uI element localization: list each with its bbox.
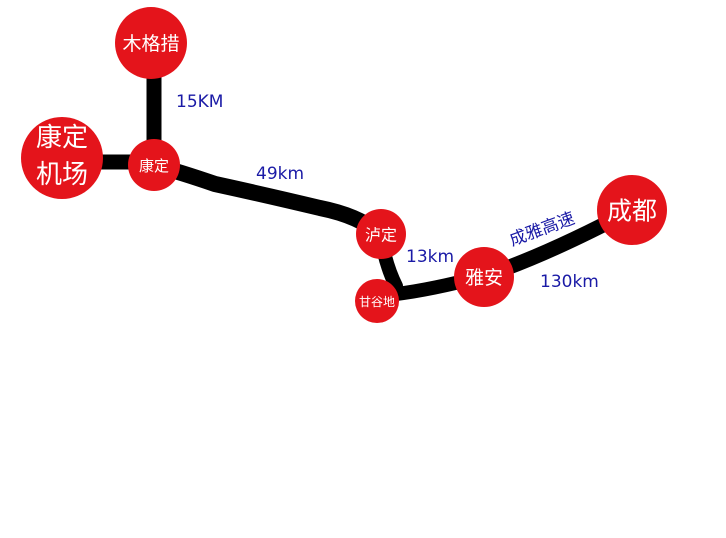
- node-chengdu[interactable]: 成都: [597, 175, 667, 245]
- node-luding-label: 泸定: [365, 226, 397, 245]
- node-yaan-label: 雅安: [465, 267, 503, 289]
- node-kangding-label: 康定: [139, 157, 169, 175]
- distance-yaan-chengdu: 130km: [540, 272, 599, 292]
- route-kangding-luding: [146, 157, 389, 243]
- node-yaan-circle: [454, 247, 514, 307]
- node-chengdu-circle: [597, 175, 667, 245]
- node-chengdu-label: 成都: [607, 197, 657, 226]
- node-yaan[interactable]: 雅安: [454, 247, 514, 307]
- node-kangding[interactable]: 康定: [128, 139, 180, 191]
- place-nodes: 木格措 康定 机场 康定 泸定 甘谷地 雅安 成都: [21, 7, 667, 323]
- node-kangding-circle: [128, 139, 180, 191]
- distance-mugecuo-kangding: 15KM: [176, 92, 223, 112]
- node-ganggudi[interactable]: 甘谷地: [355, 279, 399, 323]
- node-kangding-airport-circle: [21, 117, 103, 199]
- node-kangding-airport[interactable]: 康定 机场: [21, 117, 103, 199]
- distance-kangding-luding: 49km: [256, 164, 304, 184]
- node-luding-circle: [356, 209, 406, 259]
- node-mugecuo-label: 木格措: [122, 33, 179, 55]
- node-ganggudi-label: 甘谷地: [359, 295, 395, 309]
- distance-luding-ganggudi: 13km: [406, 247, 454, 267]
- node-mugecuo[interactable]: 木格措: [115, 7, 187, 79]
- node-ganggudi-circle: [355, 279, 399, 323]
- node-luding[interactable]: 泸定: [356, 209, 406, 259]
- node-mugecuo-circle: [115, 7, 187, 79]
- node-kangding-airport-label-line2: 机场: [36, 160, 88, 190]
- node-kangding-airport-label-line1: 康定: [36, 123, 88, 153]
